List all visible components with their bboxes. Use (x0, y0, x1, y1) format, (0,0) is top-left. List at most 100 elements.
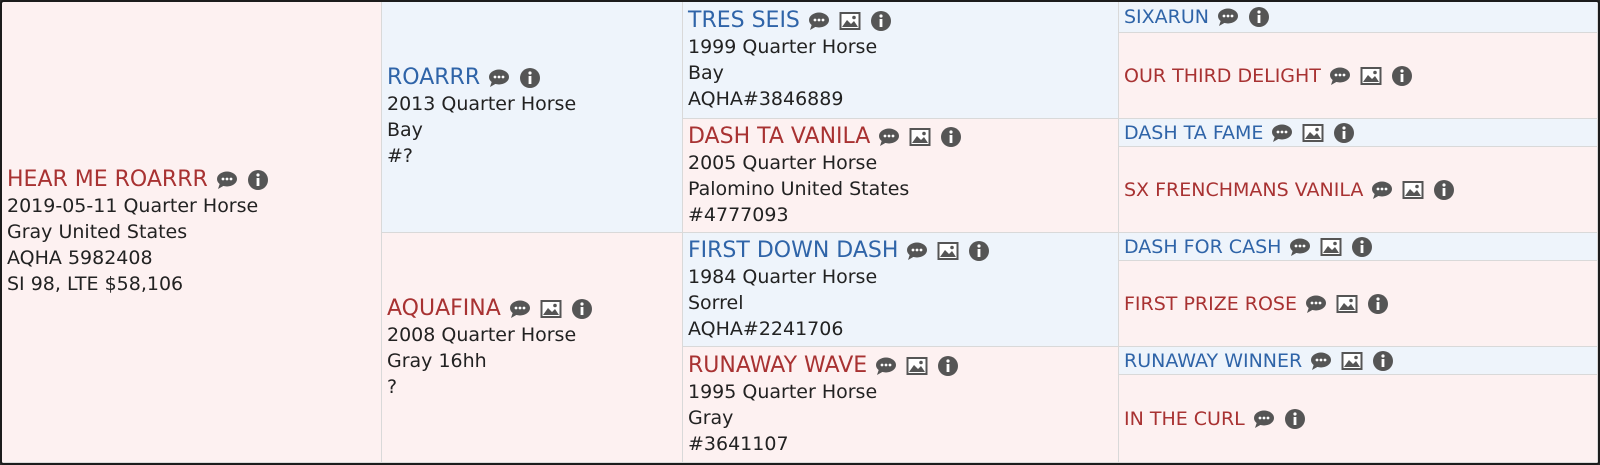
icon-group (1305, 293, 1398, 315)
info-icon[interactable] (1351, 236, 1373, 258)
detail-line: 1995 Quarter Horse (688, 380, 878, 403)
detail-line: Bay (688, 62, 724, 84)
ggp-name-row: SIXARUN (1124, 6, 1597, 28)
ggp-cell: FIRST PRIZE ROSE (1119, 261, 1598, 347)
detail-line: AQHA#3846889 (688, 88, 844, 110)
horse-name-link[interactable]: AQUAFINA (387, 295, 501, 321)
dam-cell: AQUAFINA 2008 Quarter Horse Gray 16hh ? (382, 233, 683, 463)
horse-name-link[interactable]: DASH FOR CASH (1124, 235, 1282, 258)
detail-line: Gray 16hh (387, 349, 487, 372)
horse-name-link[interactable]: IN THE CURL (1124, 407, 1245, 430)
horse-name-link[interactable]: FIRST PRIZE ROSE (1124, 292, 1297, 315)
horse-name-link[interactable]: RUNAWAY WINNER (1124, 349, 1303, 372)
ggp-name-row: DASH TA FAME (1124, 122, 1597, 144)
detail-line: Sorrel (688, 291, 744, 314)
info-icon[interactable] (247, 169, 269, 191)
sire-dam-cell: DASH TA VANILA 2005 Quarter Horse Palomi… (683, 119, 1119, 233)
sire-dam-name-row: DASH TA VANILA (688, 124, 1118, 150)
icon-group (875, 355, 968, 377)
photo-icon[interactable] (1336, 293, 1358, 315)
comment-icon[interactable] (1217, 6, 1239, 28)
ggp-name-row: RUNAWAY WINNER (1124, 350, 1597, 372)
photo-icon[interactable] (540, 298, 562, 320)
sire-sire-cell: TRES SEIS 1999 Quarter Horse Bay AQHA#38… (683, 2, 1119, 119)
horse-name-link[interactable]: DASH TA VANILA (688, 123, 871, 149)
detail-line: 2013 Quarter Horse (387, 93, 577, 115)
icon-group (509, 298, 602, 320)
ggp-name-row: FIRST PRIZE ROSE (1124, 293, 1597, 315)
ggp-name-row: SX FRENCHMANS VANILA (1124, 179, 1597, 201)
photo-icon[interactable] (1341, 350, 1363, 372)
icon-group (488, 67, 550, 89)
ggp-cell: IN THE CURL (1119, 375, 1598, 463)
sire-name-row: ROARRR (387, 65, 682, 91)
comment-icon[interactable] (875, 355, 897, 377)
info-icon[interactable] (1372, 350, 1394, 372)
info-icon[interactable] (1391, 65, 1413, 87)
info-icon[interactable] (1433, 179, 1455, 201)
photo-icon[interactable] (906, 355, 928, 377)
detail-line: 2019-05-11 Quarter Horse (7, 195, 259, 217)
photo-icon[interactable] (1302, 122, 1324, 144)
horse-name-link[interactable]: TRES SEIS (688, 8, 800, 33)
info-icon[interactable] (1367, 293, 1389, 315)
photo-icon[interactable] (1320, 236, 1342, 258)
horse-name-link[interactable]: HEAR ME ROARRR (7, 167, 208, 192)
info-icon[interactable] (1284, 408, 1306, 430)
comment-icon[interactable] (509, 298, 531, 320)
icon-group (906, 240, 999, 262)
photo-icon[interactable] (909, 126, 931, 148)
dam-sire-cell: FIRST DOWN DASH 1984 Quarter Horse Sorre… (683, 233, 1119, 347)
info-icon[interactable] (940, 126, 962, 148)
ggp-name-row: OUR THIRD DELIGHT (1124, 65, 1597, 87)
info-icon[interactable] (519, 67, 541, 89)
info-icon[interactable] (1248, 6, 1270, 28)
comment-icon[interactable] (1310, 350, 1332, 372)
ggp-cell: OUR THIRD DELIGHT (1119, 33, 1598, 119)
comment-icon[interactable] (1305, 293, 1327, 315)
comment-icon[interactable] (906, 240, 928, 262)
photo-icon[interactable] (1402, 179, 1424, 201)
comment-icon[interactable] (216, 169, 238, 191)
detail-line: AQHA#2241706 (688, 317, 844, 340)
comment-icon[interactable] (1329, 65, 1351, 87)
info-icon[interactable] (937, 355, 959, 377)
detail-line: AQHA 5982408 (7, 247, 153, 269)
comment-icon[interactable] (1289, 236, 1311, 258)
info-icon[interactable] (571, 298, 593, 320)
comment-icon[interactable] (1271, 122, 1293, 144)
sire-cell: ROARRR 2013 Quarter Horse Bay #? (382, 2, 683, 233)
info-icon[interactable] (1333, 122, 1355, 144)
ggp-cell: DASH FOR CASH (1119, 233, 1598, 261)
detail-line: 1984 Quarter Horse (688, 265, 878, 288)
photo-icon[interactable] (839, 10, 861, 32)
icon-group (1310, 350, 1403, 372)
detail-line: #3641107 (688, 432, 789, 455)
icon-group (1371, 179, 1464, 201)
comment-icon[interactable] (878, 126, 900, 148)
comment-icon[interactable] (1371, 179, 1393, 201)
dam-sire-name-row: FIRST DOWN DASH (688, 238, 1118, 264)
horse-name-link[interactable]: ROARRR (387, 65, 481, 90)
detail-line: 2005 Quarter Horse (688, 151, 878, 174)
comment-icon[interactable] (1253, 408, 1275, 430)
photo-icon[interactable] (937, 240, 959, 262)
dam-name-row: AQUAFINA (387, 296, 682, 322)
photo-icon[interactable] (1360, 65, 1382, 87)
horse-name-link[interactable]: OUR THIRD DELIGHT (1124, 64, 1321, 87)
comment-icon[interactable] (808, 10, 830, 32)
icon-group (216, 169, 278, 191)
info-icon[interactable] (968, 240, 990, 262)
horse-name-link[interactable]: FIRST DOWN DASH (688, 237, 899, 263)
ggp-cell: SX FRENCHMANS VANILA (1119, 147, 1598, 233)
horse-name-link[interactable]: DASH TA FAME (1124, 121, 1264, 144)
detail-line: 1999 Quarter Horse (688, 36, 878, 58)
subject-cell: HEAR ME ROARRR 2019-05-11 Quarter Horse … (2, 2, 382, 463)
horse-name-link[interactable]: RUNAWAY WAVE (688, 352, 868, 378)
detail-line: ? (387, 375, 398, 398)
horse-name-link[interactable]: SX FRENCHMANS VANILA (1124, 178, 1364, 201)
info-icon[interactable] (870, 10, 892, 32)
comment-icon[interactable] (488, 67, 510, 89)
horse-name-link[interactable]: SIXARUN (1124, 6, 1209, 28)
